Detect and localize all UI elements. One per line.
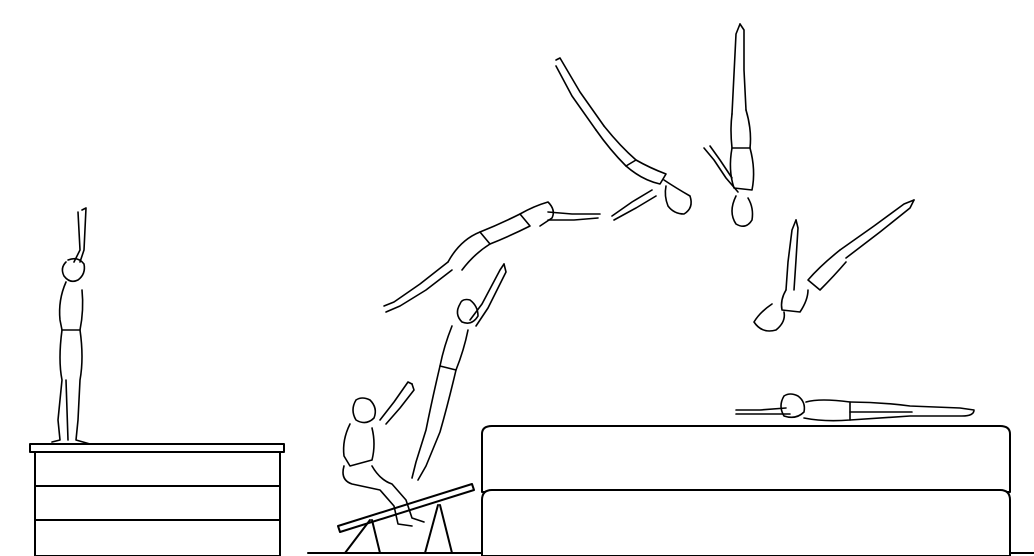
landing-mat-bottom bbox=[481, 489, 1011, 556]
landing-mat-top bbox=[481, 425, 1011, 493]
gymnast-landing-mat bbox=[735, 393, 975, 422]
vaulting-box-top bbox=[29, 443, 285, 453]
springboard-leg bbox=[424, 504, 439, 554]
springboard-board bbox=[337, 483, 475, 533]
springboard-leg bbox=[344, 519, 371, 554]
springboard bbox=[337, 483, 475, 554]
gymnast-flight-horizontal bbox=[383, 201, 601, 313]
vaulting-box-body bbox=[34, 451, 281, 556]
springboard-leg bbox=[371, 519, 381, 554]
gymnast-springboard-takeoff bbox=[342, 381, 425, 527]
gymnast-piked-rotation bbox=[555, 57, 692, 221]
gymnast-rising bbox=[411, 263, 507, 481]
springboard-leg bbox=[439, 504, 453, 554]
gymnast-standing bbox=[47, 207, 97, 445]
landing-mats bbox=[481, 425, 1011, 556]
gymnast-handstand-flight bbox=[703, 23, 755, 228]
gymnast-descending bbox=[753, 199, 915, 332]
vaulting-box bbox=[29, 443, 285, 556]
